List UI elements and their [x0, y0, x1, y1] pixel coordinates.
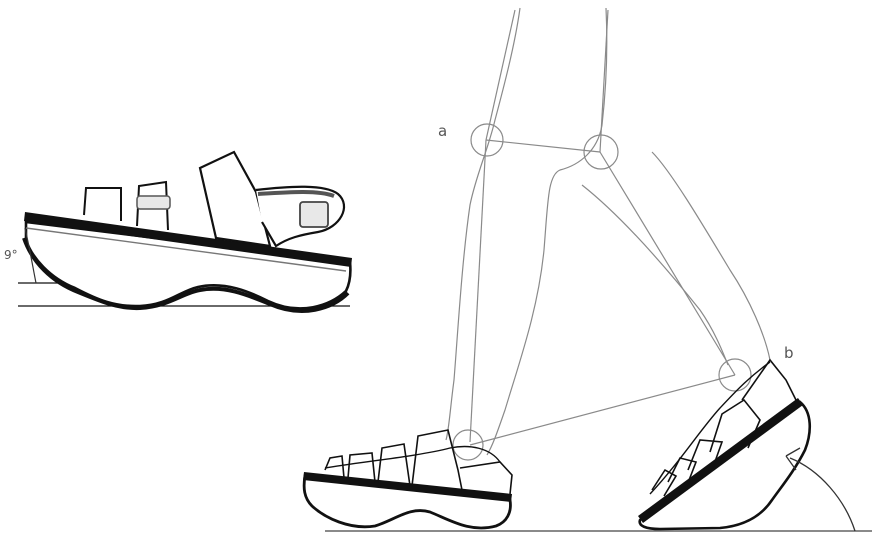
hip-segment-rear — [486, 10, 515, 140]
ankle-joint-rear — [453, 430, 483, 460]
rear-sandal — [303, 430, 512, 528]
ankle-connector — [470, 375, 735, 445]
thigh-segment-rear — [470, 140, 486, 442]
front-leg-outline-front — [582, 185, 728, 365]
inset-sandal: 9° — [4, 152, 352, 311]
rear-sandal-foot — [325, 447, 500, 468]
point-a-label: a — [438, 122, 447, 140]
thigh-segment-front — [600, 152, 735, 375]
point-b-label: b — [784, 344, 794, 362]
rear-leg-outline-front — [446, 8, 520, 440]
walking-figure: a b — [303, 8, 872, 531]
inset-toe-strap — [84, 188, 121, 221]
rear-leg-outline-back — [487, 8, 607, 455]
front-angle-arc — [790, 458, 855, 531]
angle-label: 9° — [4, 248, 18, 262]
inset-buckle-heel — [300, 202, 328, 227]
inset-buckle-front — [137, 196, 170, 209]
hip-segment-front — [600, 10, 608, 152]
front-sandal-sole — [640, 402, 810, 529]
front-sandal — [638, 360, 810, 529]
